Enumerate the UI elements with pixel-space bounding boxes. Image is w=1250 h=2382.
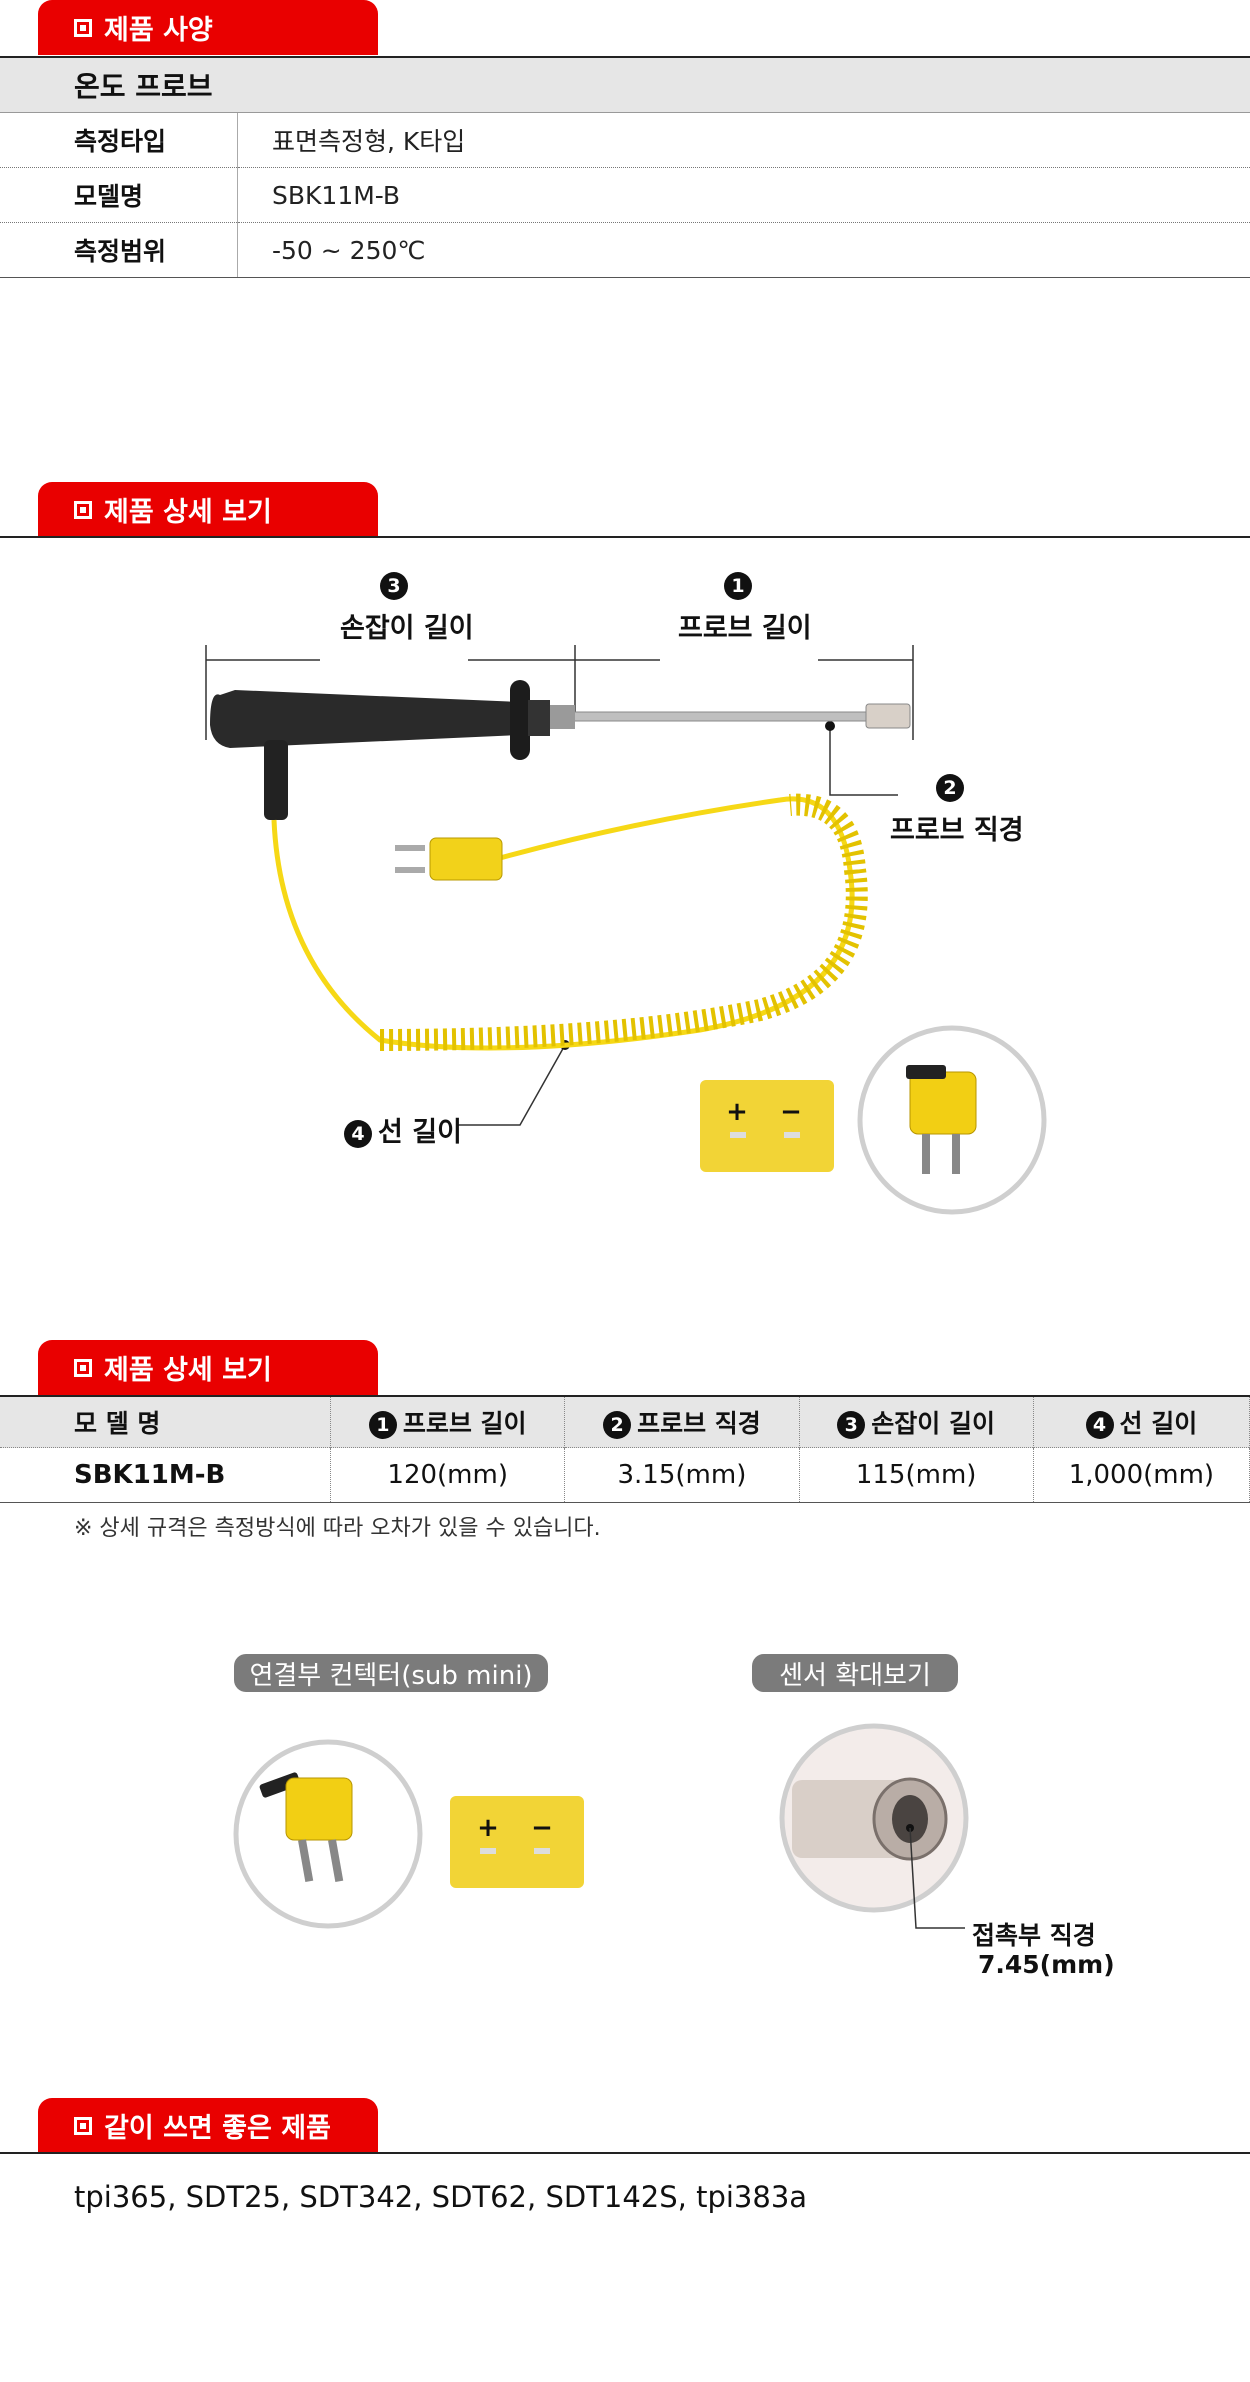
probe-length-label: 프로브 길이 xyxy=(678,613,812,644)
cell-probe-length: 120(mm) xyxy=(330,1447,566,1503)
square-bullet-icon xyxy=(74,500,92,519)
probe-illustration: + − xyxy=(205,645,1047,1215)
spec-table: 온도 프로브 측정타입 표면측정형, K타입 모델명 SBK11M-B 측정범위… xyxy=(0,56,1250,278)
handle-length-callout: 3 손잡이 길이 xyxy=(340,572,474,645)
spec-value: -50 ~ 250℃ xyxy=(237,222,1250,278)
section-divider xyxy=(0,2152,1250,2154)
cell-wire-length: 1,000(mm) xyxy=(1033,1447,1250,1503)
spec-key: 모델명 xyxy=(0,167,238,223)
contact-diameter-value: 7.45(mm) xyxy=(978,1950,1115,1979)
col-label: 프로브 직경 xyxy=(637,1409,761,1438)
number-2-icon: 2 xyxy=(936,774,964,802)
square-bullet-icon xyxy=(74,1358,92,1377)
detail-section-title: 제품 상세 보기 xyxy=(104,497,272,528)
spec-note: ※ 상세 규격은 측정방식에 따라 오차가 있을 수 있습니다. xyxy=(74,1516,601,1541)
probe-length-callout: 1 프로브 길이 xyxy=(678,572,812,645)
spec-row: 모델명 SBK11M-B xyxy=(0,167,1250,223)
connector-zoom: + − xyxy=(233,1739,584,1929)
minus-label: − xyxy=(531,1813,553,1843)
detail-table-tab: 제품 상세 보기 xyxy=(38,1340,378,1395)
related-section-title: 같이 쓰면 좋은 제품 xyxy=(104,2113,331,2144)
spec-value: SBK11M-B xyxy=(237,167,1250,223)
square-bullet-icon xyxy=(74,18,92,37)
spec-key: 측정범위 xyxy=(0,222,238,278)
number-1-icon: 1 xyxy=(368,1411,397,1439)
spec-row: 측정범위 -50 ~ 250℃ xyxy=(0,222,1250,278)
number-3-icon: 3 xyxy=(380,572,408,600)
spec-section-tab: 제품 사양 xyxy=(38,0,378,55)
col-label: 프로브 길이 xyxy=(402,1409,527,1438)
connector-pill: 연결부 컨텍터(sub mini) xyxy=(234,1654,548,1692)
cell-probe-diameter: 3.15(mm) xyxy=(564,1447,800,1503)
minus-label: − xyxy=(780,1097,802,1127)
col-label: 선 길이 xyxy=(1119,1409,1198,1438)
cell-model: SBK11M-B xyxy=(0,1447,332,1503)
square-bullet-icon xyxy=(74,2116,92,2135)
plus-label: + xyxy=(726,1097,748,1127)
related-section-tab: 같이 쓰면 좋은 제품 xyxy=(38,2098,378,2153)
spec-header: 온도 프로브 xyxy=(0,56,1250,113)
number-1-icon: 1 xyxy=(724,572,752,600)
plus-label: + xyxy=(477,1813,499,1843)
table-row: SBK11M-B 120(mm) 3.15(mm) 115(mm) 1,000(… xyxy=(0,1447,1250,1503)
sensor-zoom xyxy=(779,1723,969,1929)
spec-key: 측정타입 xyxy=(0,112,238,168)
probe-diameter-callout: 2 프로브 직경 xyxy=(890,774,1024,847)
cell-handle-length: 115(mm) xyxy=(799,1447,1034,1503)
number-4-icon: 4 xyxy=(1085,1411,1114,1439)
related-products-list: tpi365, SDT25, SDT342, SDT62, SDT142S, t… xyxy=(74,2180,808,2214)
number-2-icon: 2 xyxy=(603,1411,632,1439)
detail-section-tab: 제품 상세 보기 xyxy=(38,482,378,537)
spec-value: 표면측정형, K타입 xyxy=(237,112,1250,168)
spec-row: 측정타입 표면측정형, K타입 xyxy=(0,112,1250,168)
number-3-icon: 3 xyxy=(837,1411,866,1439)
col-model: 모 델 명 xyxy=(0,1395,332,1448)
sensor-pill: 센서 확대보기 xyxy=(752,1654,958,1692)
number-4-icon: 4 xyxy=(344,1119,372,1148)
spec-section-title: 제품 사양 xyxy=(104,15,213,46)
handle-length-label: 손잡이 길이 xyxy=(340,613,474,644)
contact-diameter-label: 접촉부 직경 xyxy=(972,1921,1096,1950)
detail-table-title: 제품 상세 보기 xyxy=(104,1355,272,1386)
wire-length-label: 선 길이 xyxy=(378,1117,462,1148)
section-divider xyxy=(0,536,1250,538)
col-label: 손잡이 길이 xyxy=(871,1409,995,1438)
probe-diameter-label: 프로브 직경 xyxy=(890,815,1024,846)
